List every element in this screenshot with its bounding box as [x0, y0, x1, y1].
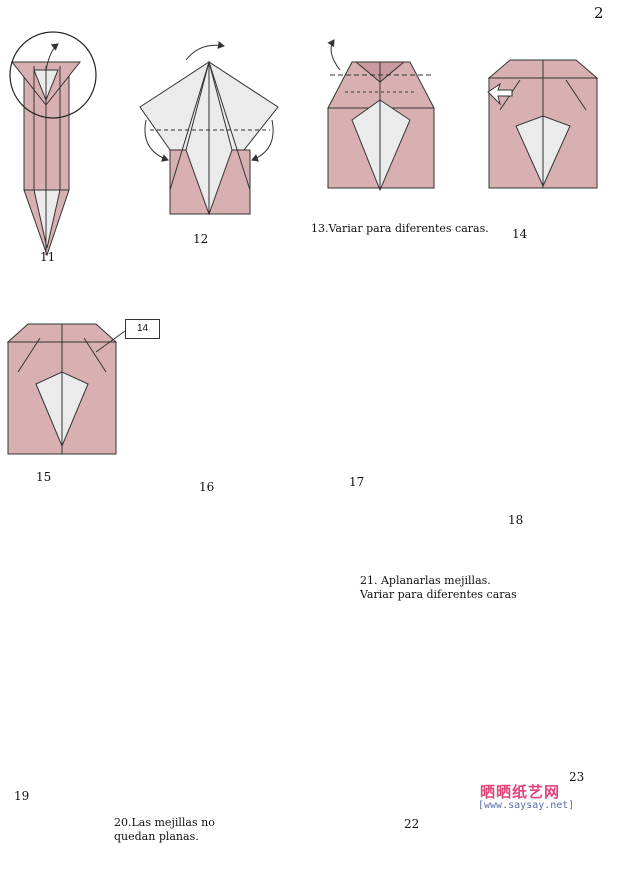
step-22-label: 22: [404, 817, 420, 831]
step-13-diagram: [327, 39, 435, 192]
reference-box-14: 14: [125, 319, 160, 339]
step-12-label: 12: [193, 232, 209, 246]
step-13-caption: 13.Variar para diferentes caras.: [311, 222, 489, 235]
page-number: 2: [594, 4, 604, 22]
step-19-label: 19: [14, 789, 30, 803]
step-17-label: 17: [349, 475, 365, 489]
step-18-label: 18: [508, 513, 524, 527]
step-14-diagram: [487, 59, 599, 189]
step-15-label: 15: [36, 470, 52, 484]
step-16-label: 16: [199, 480, 215, 494]
step-11-diagram: [9, 31, 97, 257]
step-20-caption: 20.Las mejillas no quedan planas.: [114, 816, 215, 843]
watermark-url: [www.saysay.net]: [478, 800, 575, 811]
step-15-diagram: [6, 323, 126, 455]
step-12-diagram: [139, 41, 279, 216]
step-11-label: 11: [40, 250, 56, 264]
step-14-label: 14: [512, 227, 528, 241]
step-23-label: 23: [569, 770, 585, 784]
watermark-site-name: 晒晒纸艺网: [480, 783, 561, 801]
step-21-caption: 21. Aplanarlas mejillas. Variar para dif…: [360, 574, 517, 601]
